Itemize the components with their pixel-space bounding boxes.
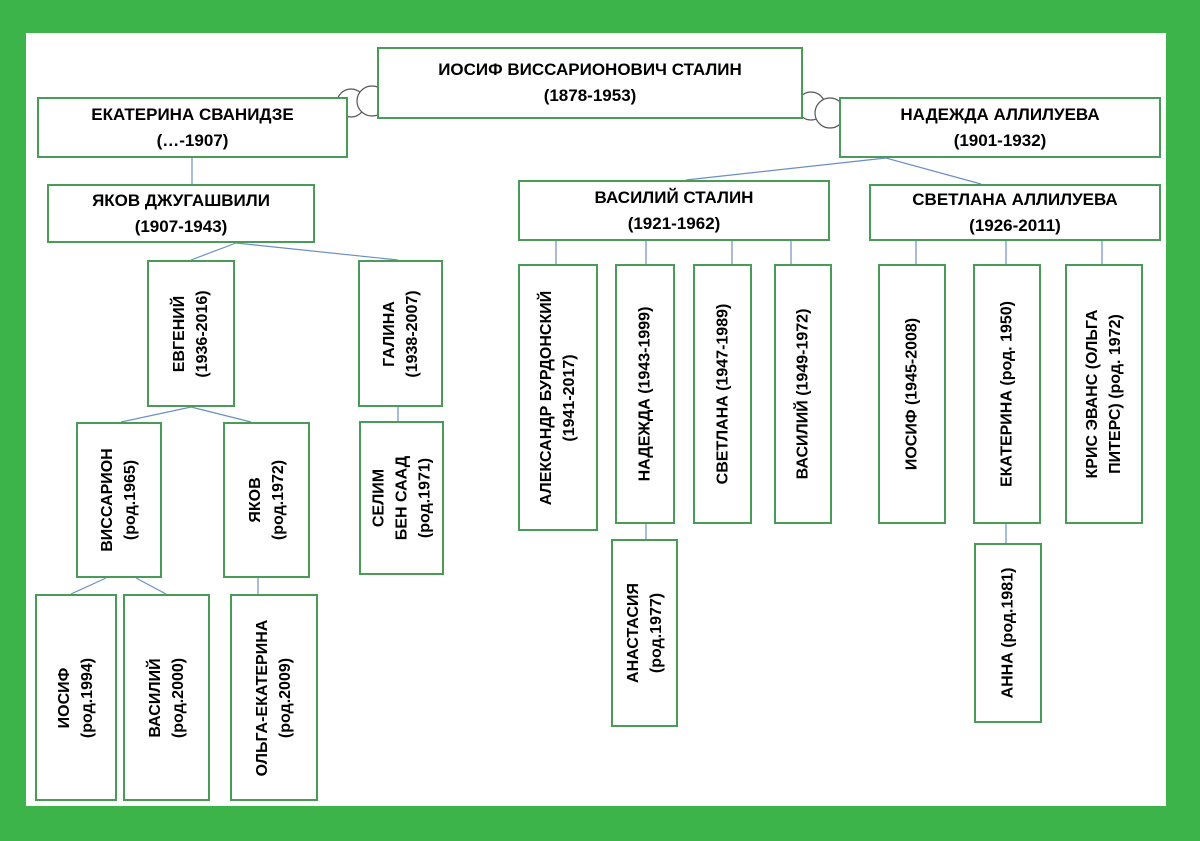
connector-alliluyeva-vasily (685, 157, 887, 181)
person-dates: (1921-1962) (627, 213, 721, 233)
person-name-line2: БЕН СААД (393, 455, 410, 541)
person-yakov: ЯКОВ ДЖУГАШВИЛИ (1907-1943) (47, 184, 315, 243)
person-chris: КРИС ЭВАНС (ОЛЬГА ПИТЕРС) (род. 1972) (1065, 264, 1143, 524)
person-ekaterina-s: ЕКАТЕРИНА (род. 1950) (973, 264, 1041, 524)
person-dates: (род.2000) (169, 657, 187, 738)
person-dates: (1878-1953) (543, 86, 637, 105)
person-name-line2: ПИТЕРС) (род. 1972) (1107, 314, 1124, 474)
person-selim: СЕЛИМ БЕН СААД (род.1971) (359, 421, 444, 575)
person-vasily-g: ВАСИЛИЙ (род.2000) (123, 594, 210, 801)
person-vissarion: ВИССАРИОН (род.1965) (76, 422, 162, 578)
person-iosif-g: ИОСИФ (род.1994) (35, 594, 117, 801)
person-yakov-jr: ЯКОВ (род.1972) (223, 422, 310, 578)
person-vasily-v: ВАСИЛИЙ (1949-1972) (774, 264, 832, 524)
person-dates: (1907-1943) (134, 216, 228, 236)
person-dates: (1936-2016) (194, 289, 211, 378)
person-iosif-s: ИОСИФ (1945-2008) (878, 264, 946, 524)
person-stalin: ИОСИФ ВИССАРИОНОВИЧ СТАЛИН (1878-1953) (377, 47, 803, 119)
person-nadezhda: НАДЕЖДА (1943-1999) (615, 264, 675, 524)
person-name: ОЛЬГА-ЕКАТЕРИНА (254, 619, 271, 776)
person-svetlana: СВЕТЛАНА АЛЛИЛУЕВА (1926-2011) (869, 184, 1161, 241)
person-dates: (1941-2017) (561, 353, 578, 442)
connector-yakov-galina (235, 242, 399, 261)
person-dates: (1901-1932) (953, 130, 1047, 150)
person-name: КРИС ЭВАНС (ОЛЬГА (1084, 309, 1101, 479)
person-galina: ГАЛИНА (1938-2007) (358, 260, 443, 407)
person-name: НАДЕЖДА (1943-1999) (636, 306, 654, 482)
person-burdonsky: АЛЕКСАНДР БУРДОНСКИЙ (1941-2017) (518, 264, 598, 531)
person-name: ВАСИЛИЙ (1949-1972) (794, 308, 812, 480)
person-dates: (род.1994) (79, 657, 96, 738)
person-dates: (род.1972) (269, 459, 287, 541)
person-dates: (…-1907) (156, 130, 229, 150)
person-name: АНАСТАСИЯ (624, 583, 642, 683)
connector-alliluyeva-svetlana (885, 157, 982, 185)
family-tree-sheet: ИОСИФ ВИССАРИОНОВИЧ СТАЛИН (1878-1953) Е… (26, 33, 1166, 806)
person-olga-ekaterina: ОЛЬГА-ЕКАТЕРИНА (род.2009) (230, 594, 318, 801)
person-anastasia: АНАСТАСИЯ (род.1977) (611, 539, 678, 727)
person-dates: (род.1977) (647, 592, 665, 674)
person-svetlana-v: СВЕТЛАНА (1947-1989) (693, 264, 752, 524)
connector-vissarion-iosif-g (70, 577, 107, 595)
person-name: СВЕТЛАНА (1947-1989) (714, 303, 731, 485)
person-name: ВАСИЛИЙ (146, 657, 164, 738)
person-name: НАДЕЖДА АЛЛИЛУЕВА (900, 104, 1100, 124)
person-svanidze: ЕКАТЕРИНА СВАНИДЗЕ (…-1907) (37, 97, 348, 158)
person-dates: (1938-2007) (403, 289, 421, 378)
person-dates: (род.2009) (277, 657, 294, 738)
person-name: СВЕТЛАНА АЛЛИЛУЕВА (912, 189, 1118, 209)
person-name: ВАСИЛИЙ СТАЛИН (594, 187, 754, 207)
person-name: ГАЛИНА (380, 300, 398, 367)
person-dates: (род.1965) (122, 459, 139, 541)
connector-yakov-evgeny (190, 242, 237, 261)
person-name: ИОСИФ (1945-2008) (903, 317, 921, 471)
person-evgeny: ЕВГЕНИЙ (1936-2016) (147, 260, 235, 407)
person-vasily: ВАСИЛИЙ СТАЛИН (1921-1962) (518, 180, 830, 241)
person-name: ЕКАТЕРИНА (род. 1950) (998, 301, 1016, 487)
person-name: ЕВГЕНИЙ (171, 295, 188, 372)
person-dates: (1926-2011) (969, 215, 1061, 235)
connector-vissarion-vasily-g (135, 577, 167, 595)
person-name: ЕКАТЕРИНА СВАНИДЗЕ (91, 104, 294, 124)
person-name: АЛЕКСАНДР БУРДОНСКИЙ (538, 290, 555, 505)
person-name: ИОСИФ (56, 667, 73, 728)
connector-evgeny-yakov-jr (190, 406, 252, 423)
person-alliluyeva: НАДЕЖДА АЛЛИЛУЕВА (1901-1932) (839, 97, 1161, 158)
person-name: СЕЛИМ (370, 468, 387, 528)
person-name: ЯКОВ ДЖУГАШВИЛИ (92, 190, 270, 210)
person-anna: АННА (род.1981) (974, 543, 1042, 723)
person-name: ИОСИФ ВИССАРИОНОВИЧ СТАЛИН (438, 60, 742, 79)
person-name: ЯКОВ (246, 477, 264, 523)
person-name: АННА (род.1981) (999, 567, 1017, 699)
person-name: ВИССАРИОН (99, 448, 116, 552)
connector-evgeny-vissarion (120, 406, 192, 423)
person-dates: (род.1971) (416, 457, 433, 539)
